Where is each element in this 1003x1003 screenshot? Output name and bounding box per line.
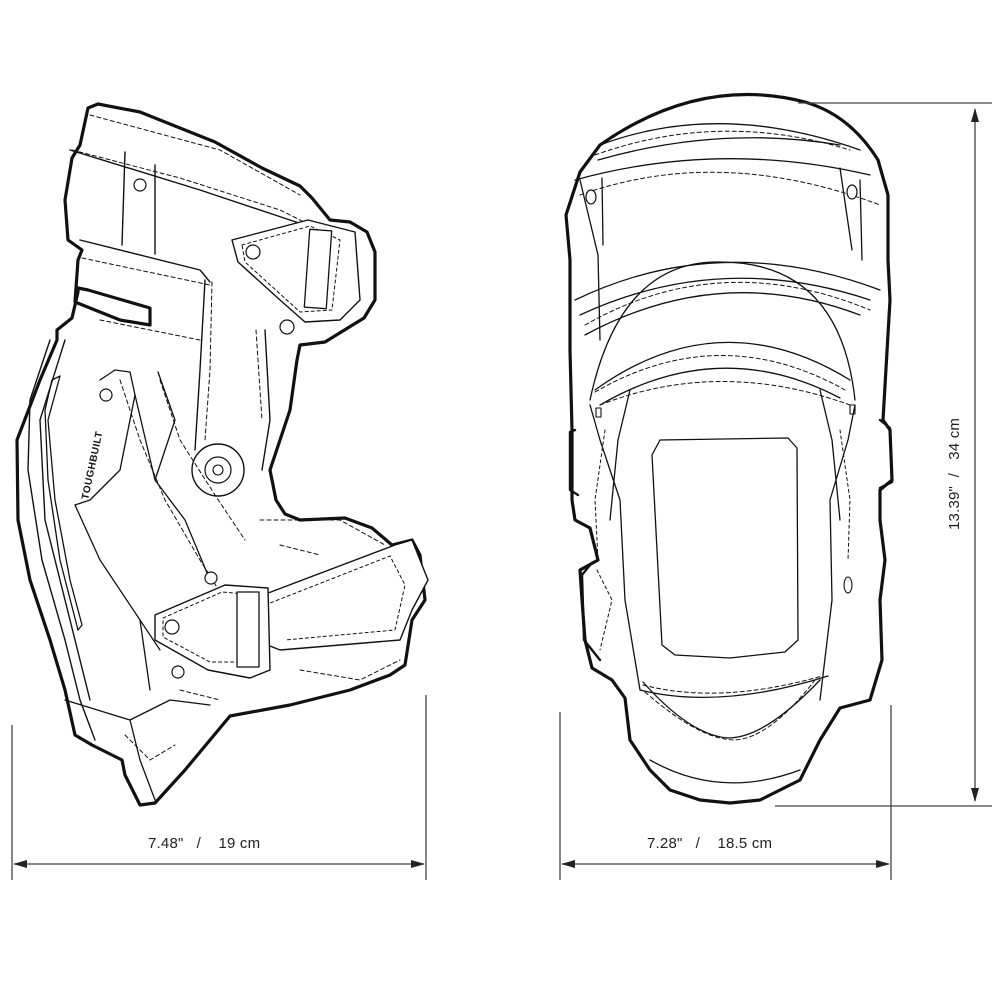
lower-strap-stitch (264, 555, 406, 641)
upper-strap-block (69, 149, 321, 283)
slot-left (595, 407, 602, 418)
right-strap-tab (878, 418, 894, 490)
left-strap-tab (568, 428, 602, 662)
side-panel-stitch (594, 429, 851, 651)
upper-rivet-2 (133, 178, 147, 192)
lower-cap (64, 699, 211, 801)
mid-band-stitch (584, 281, 871, 406)
top-band-lines (574, 123, 871, 181)
lower-rivet-2 (204, 571, 218, 585)
upper-buckle-stitch (241, 225, 341, 313)
top-band-stitch (579, 130, 881, 206)
lower-dome-stitch (642, 675, 823, 741)
upper-strap-edges (579, 167, 863, 341)
lower-shell-insert (44, 375, 83, 631)
lower-buckle-slot (236, 591, 260, 668)
hinge-arm-stitch (204, 281, 263, 441)
upper-rivet-3 (279, 319, 295, 335)
side-rivet-right (843, 576, 853, 594)
brand-rivet (99, 388, 113, 402)
lower-panels (74, 371, 211, 691)
lower-rivet-3 (171, 665, 185, 679)
slot-right (849, 404, 856, 415)
side-view-drawing (15, 102, 429, 807)
kneecap-window (651, 437, 799, 659)
side-width-label: 7.48" / 19 cm (148, 835, 261, 852)
upper-buckle-slot (303, 228, 333, 310)
front-width-label: 7.28" / 18.5 cm (647, 835, 773, 852)
side-panel-left (589, 389, 641, 691)
hinge-pivot-center (212, 464, 224, 476)
upper-stitching (71, 114, 331, 341)
lower-stitching (119, 379, 401, 761)
dimension-lines (11, 102, 992, 880)
lower-dome (639, 675, 829, 784)
front-rivet-right (846, 184, 858, 200)
upper-rivet (245, 244, 261, 260)
mid-band-lines (574, 261, 881, 406)
lower-rivet (164, 619, 180, 635)
side-panel-right (819, 389, 856, 701)
front-rivet-left (585, 189, 597, 205)
height-label: 13.39" / 34 cm (946, 417, 963, 530)
hinge-arm (194, 279, 271, 471)
front-view-drawing (564, 92, 894, 805)
